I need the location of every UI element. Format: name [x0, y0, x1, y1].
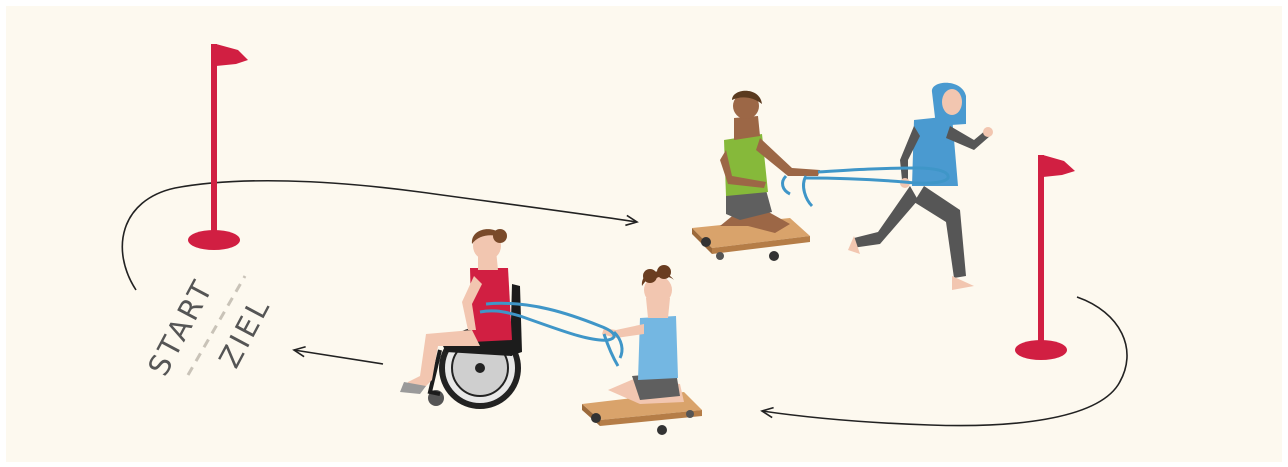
relay-race-illustration: START ZIEL [0, 0, 1288, 467]
illustration-stage: START ZIEL [0, 0, 1288, 467]
